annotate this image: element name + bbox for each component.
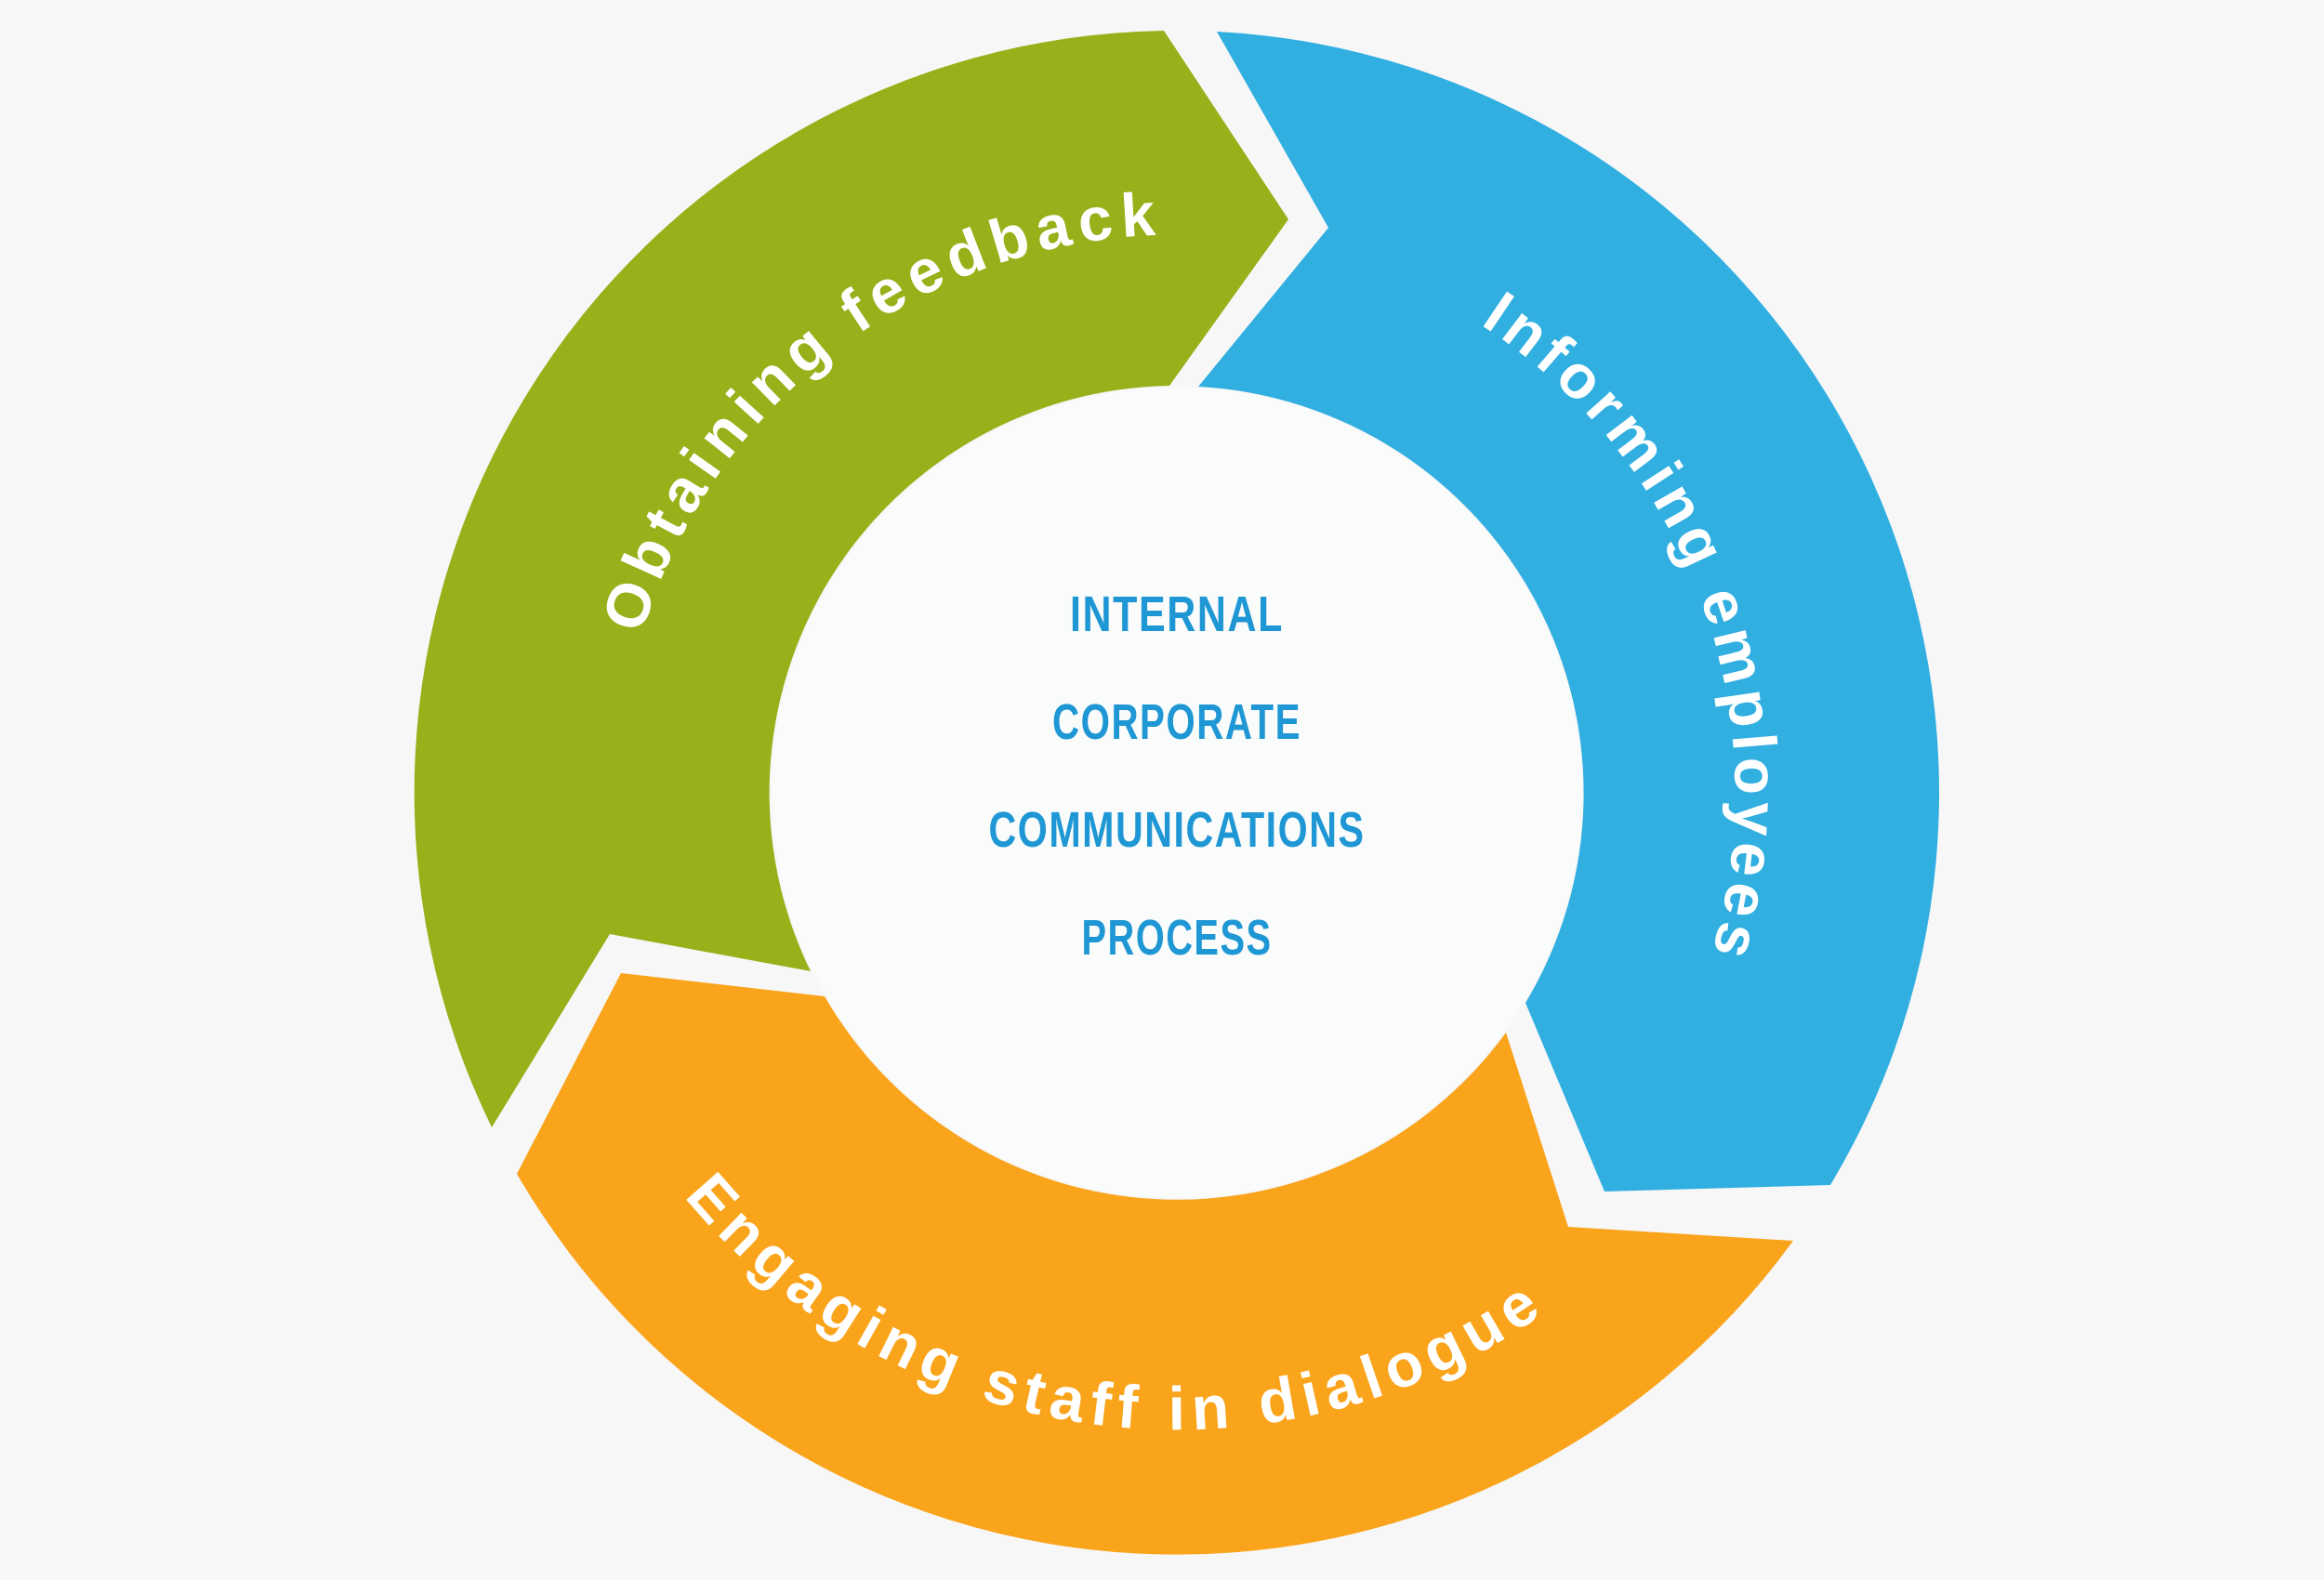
segment-arrow-obtaining-feedback xyxy=(414,31,1289,1127)
center-title-line-3: COMMUNICATIONS xyxy=(989,802,1366,858)
segment-arrow-engaging-staff xyxy=(517,973,1793,1555)
center-title: INTERNAL CORPORATE COMMUNICATIONS PROCES… xyxy=(989,586,1366,966)
center-circle xyxy=(772,388,1582,1198)
segment-arrow-informing-employees xyxy=(1198,32,1940,1192)
center-title-line-4: PROCESS xyxy=(1082,910,1273,966)
center-title-line-1: INTERNAL xyxy=(1070,586,1284,642)
center-title-line-2: CORPORATE xyxy=(1052,694,1301,750)
